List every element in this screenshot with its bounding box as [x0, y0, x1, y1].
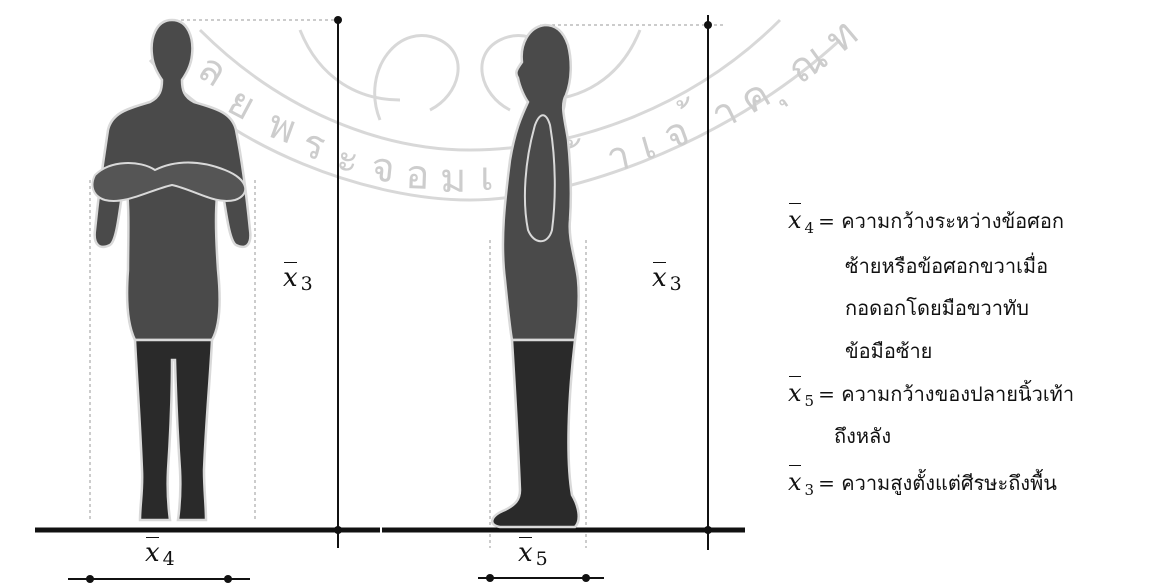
- height-line-front: [334, 16, 342, 548]
- legend-x4-line-2: ซ้ายหรือข้อศอกขวาเมื่อ: [845, 254, 1049, 278]
- front-figure-silhouette: [91, 18, 252, 522]
- legend-x4-line-4: ข้อมือซ้าย: [845, 339, 933, 363]
- label-x4-subscript: 4: [162, 548, 175, 570]
- label-x3-front-symbol: x: [283, 262, 298, 293]
- label-x3-side-symbol: x: [652, 262, 667, 293]
- svg-text:เ: เ: [480, 154, 494, 200]
- svg-text:ล: ล: [190, 44, 235, 96]
- legend-x5-symbol: x: [788, 376, 802, 407]
- label-x3-side-subscript: 3: [669, 273, 682, 295]
- svg-text:พ: พ: [262, 101, 303, 153]
- svg-text:ุ: ุ: [777, 98, 788, 110]
- label-x5-symbol: x: [518, 537, 533, 568]
- legend-x3-symbol: x: [788, 465, 802, 496]
- svg-text:ม: ม: [440, 156, 466, 202]
- legend-x5-line-2: ถึงหลัง: [834, 424, 892, 448]
- watermark-seal: [148, 18, 842, 202]
- label-x5-subscript: 5: [535, 548, 548, 570]
- legend-x3-text-1: = ความสูงตั้งแต่ศีรษะถึงพื้น: [818, 471, 1057, 495]
- legend-x3-subscript: 3: [804, 481, 815, 499]
- svg-text:จ: จ: [369, 144, 397, 192]
- guide-lines: [89, 19, 726, 548]
- legend-x4-subscript: 4: [804, 219, 815, 237]
- side-figure-silhouette: [491, 23, 581, 529]
- svg-text:อ: อ: [405, 152, 431, 199]
- width-line-x4: [68, 575, 250, 583]
- width-line-x5: [478, 574, 604, 582]
- svg-text:ร: ร: [297, 120, 330, 170]
- label-x3-front-subscript: 3: [300, 273, 313, 295]
- label-x4-symbol: x: [145, 537, 160, 568]
- legend-x4-line-3: กอดอกโดยมือขวาทับ: [845, 296, 1029, 320]
- legend-x5-subscript: 5: [804, 392, 815, 410]
- legend-x4-text-1: = ความกว้างระหว่างข้อศอก: [818, 209, 1064, 233]
- height-line-side: [704, 15, 712, 550]
- legend-x4-symbol: x: [788, 203, 802, 234]
- legend-x5-text-1: = ความกว้างของปลายนิ้วเท้า: [818, 382, 1075, 406]
